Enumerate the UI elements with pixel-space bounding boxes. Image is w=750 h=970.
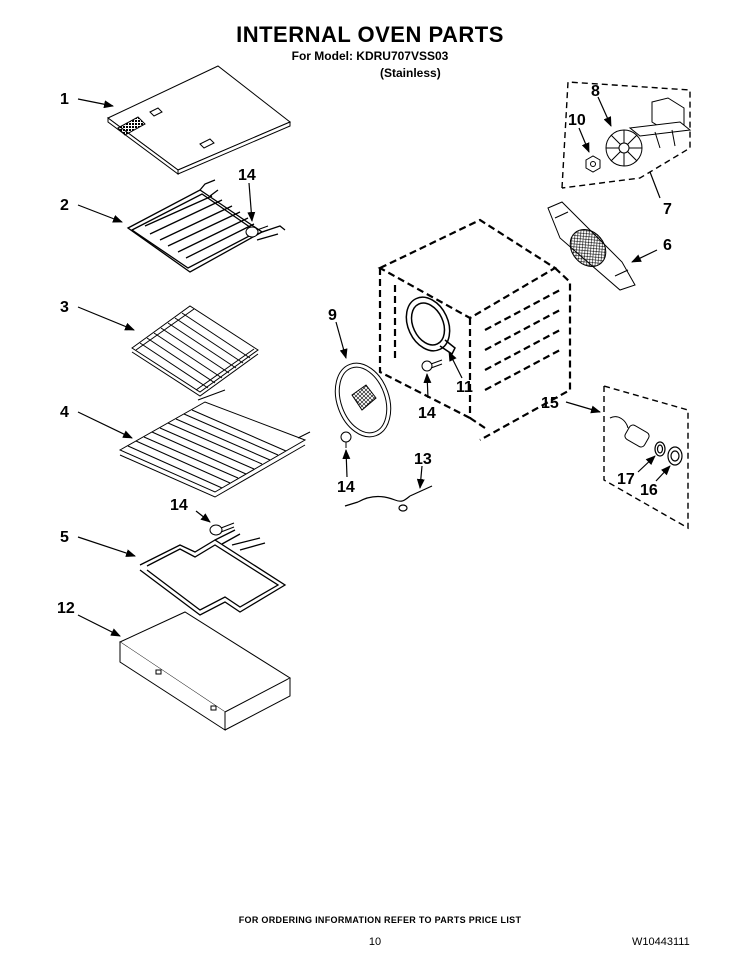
- callout-1: 1: [60, 91, 69, 108]
- part-fan-bracket: [547, 201, 636, 291]
- callout-10: 10: [568, 112, 586, 129]
- callout-14-a: 14: [238, 167, 256, 184]
- callout-8: 8: [591, 83, 600, 100]
- callout-15: 15: [541, 395, 559, 412]
- callout-13: 13: [414, 451, 432, 468]
- page-title: INTERNAL OVEN PARTS: [236, 22, 504, 47]
- document-number: W10443111: [632, 936, 690, 948]
- callout-9: 9: [328, 307, 337, 324]
- part-screw-d: [340, 431, 352, 448]
- part-convection-element: [405, 296, 456, 356]
- callout-17: 17: [617, 471, 635, 488]
- part-screw-c: [421, 359, 443, 372]
- callout-6: 6: [663, 237, 672, 254]
- callout-14-c: 14: [418, 405, 436, 422]
- part-lens: [667, 446, 683, 466]
- part-temperature-sensor: [344, 485, 433, 512]
- callout-5: 5: [60, 529, 69, 546]
- part-oven-cavity: [377, 218, 572, 441]
- part-motor-bracket: [628, 97, 692, 149]
- callout-4: 4: [60, 404, 69, 421]
- part-oven-rack: [131, 305, 259, 397]
- part-tray: [118, 611, 292, 731]
- part-screw-a: [245, 225, 269, 238]
- part-light-assembly-box: [603, 385, 689, 530]
- callout-labels: 1 2 3 4 5 6 7 8 9 10 11 12 13 14 14 14 1…: [57, 83, 672, 617]
- part-gasket: [654, 441, 666, 457]
- callout-14-d: 14: [337, 479, 355, 496]
- part-fan-cover: [334, 362, 392, 438]
- part-bake-element: [139, 529, 287, 616]
- callout-16: 16: [640, 482, 658, 499]
- callout-7: 7: [663, 201, 672, 218]
- ordering-note: FOR ORDERING INFORMATION REFER TO PARTS …: [238, 915, 522, 925]
- part-screw-b: [209, 522, 235, 536]
- part-extension-rack: [118, 389, 311, 498]
- part-light-socket: [609, 416, 650, 448]
- callout-14-b: 14: [170, 497, 188, 514]
- callout-3: 3: [60, 299, 69, 316]
- callout-12: 12: [57, 600, 75, 617]
- part-nut: [585, 155, 601, 173]
- part-fan-blade: [605, 129, 643, 167]
- part-oven-top-panel: [107, 65, 291, 175]
- callout-11: 11: [456, 379, 473, 396]
- part-broil-element: [126, 179, 286, 273]
- finish-label: (Stainless): [380, 66, 441, 80]
- page-number: 10: [368, 936, 382, 948]
- callout-arrows: [77, 96, 671, 637]
- model-line: For Model: KDRU707VSS03: [291, 49, 449, 63]
- callout-2: 2: [60, 197, 69, 214]
